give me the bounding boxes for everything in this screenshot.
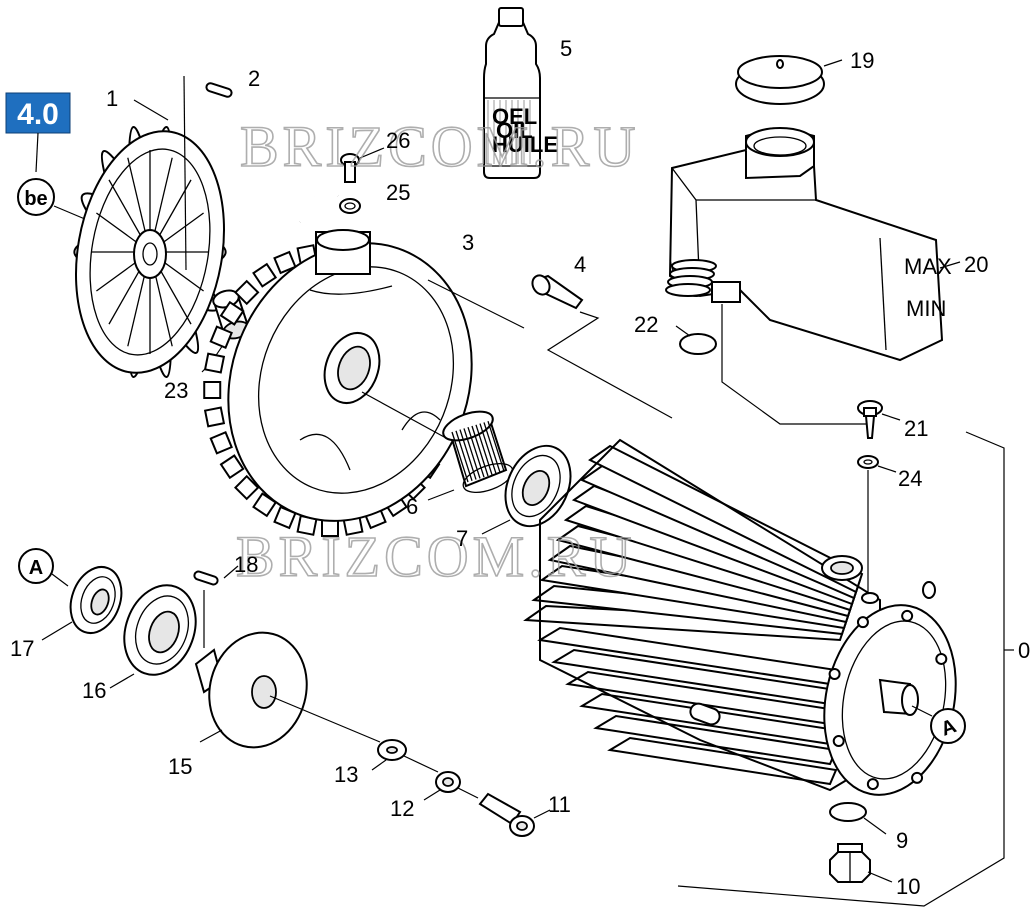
label-part-12: 12 [390,796,414,821]
ring-hatch-line [459,429,477,480]
drain-plug-part-10 [829,843,871,883]
label-part-6: 6 [406,494,418,519]
key-part-2 [205,82,233,98]
housing-fin [219,454,245,480]
shaft-seal-part-17 [69,566,123,634]
a-marker-right: A [930,708,966,744]
ring-hatch-line [479,423,497,474]
housing-fin [203,381,222,399]
ring-hatch-line [487,421,505,472]
tank-neck-rib [665,283,711,297]
label-part-16: 16 [82,678,106,703]
washer-part-13 [377,739,407,761]
oil-tank-part-20: MAX MIN [665,127,952,362]
flange-bolt-hole [828,667,841,680]
label-part-7: 7 [456,526,468,551]
flange-bolt-hole [911,771,924,784]
housing-fin [252,262,278,288]
fan-part-1 [73,126,227,378]
label-part-23: 23 [164,378,188,403]
ring-hatch-line [471,425,489,477]
bottle-text-2: OIL [496,118,533,143]
bottle-text-3: HUILE [492,132,558,157]
housing-fin [209,325,233,349]
label-assembly-0: 0 [1018,638,1030,663]
label-part-10: 10 [896,874,920,899]
flange-bolt-hole [935,652,948,665]
flange-bolt-hole [866,778,879,791]
hose-clip-part-25 [339,198,361,214]
ring-hatch-line [463,428,481,479]
housing-fin [219,300,245,326]
lock-washer-part-12 [435,771,461,793]
ring-part-6 [442,410,514,494]
tank-min-label: MIN [906,296,946,321]
a-marker-left: A [18,548,54,584]
label-part-9: 9 [896,828,908,853]
key-part-18 [193,570,219,586]
crankcase-fin [607,736,838,786]
ring-hatch-line [467,427,485,478]
label-part-3: 3 [462,230,474,255]
label-part-4: 4 [574,252,586,277]
label-part-19: 19 [850,48,874,73]
tank-cap-part-19 [735,55,825,105]
housing-fin [203,406,226,428]
label-part-21: 21 [904,416,928,441]
a-marker-left-text: A [29,557,43,579]
o-ring-part-22 [679,333,717,355]
part-number-labels: 1 2 3 4 5 6 7 9 10 11 12 13 15 16 17 18 … [10,36,1030,899]
screw-part-4 [531,274,584,310]
label-part-11: 11 [548,792,571,817]
flange-bolt-hole [901,609,914,622]
bearing-part-16 [123,584,197,676]
pulley-part-15 [194,631,308,749]
washer-part-24 [857,455,879,469]
housing-fin [203,352,226,374]
label-part-2: 2 [248,66,260,91]
oil-bottle-part-5: OEL OIL HUILE [483,7,558,179]
flange-bolt-hole [856,616,869,629]
ring-hatch-line [475,424,493,475]
label-part-5: 5 [560,36,572,61]
ring-hatch-line [451,431,469,483]
housing-fin [209,431,233,455]
flange-bolt-hole [832,735,845,748]
screw-part-26 [340,153,360,183]
label-part-17: 17 [10,636,34,661]
label-part-20: 20 [964,252,988,277]
label-part-1: 1 [106,86,118,111]
housing-cover-part-3 [203,190,473,537]
label-part-15: 15 [168,754,192,779]
section-badge: 4.0 [5,92,71,134]
be-marker-text: be [24,188,47,210]
label-part-18: 18 [234,552,258,577]
ring-hatch-line [483,422,501,473]
section-badge-text: 4.0 [17,98,59,131]
o-ring-part-9 [829,802,867,822]
bottle-text-1: OEL [492,104,537,129]
housing-fin [234,279,260,306]
be-marker: be [17,178,55,216]
housing-fin [234,474,260,501]
label-part-13: 13 [334,762,358,787]
bolt-part-11 [478,792,535,837]
screw-part-21 [857,400,883,439]
watermark-middle: BRIZCOM.RU [236,524,635,589]
label-part-26: 26 [386,128,410,153]
housing-fin [252,492,278,518]
label-part-25: 25 [386,180,410,205]
label-part-22: 22 [634,312,658,337]
watermark-top: BRIZCOM.RU [240,114,639,179]
crankcase-fin [588,444,864,594]
housing-fin [273,250,297,275]
ring-hatch-line [455,430,473,481]
crankcase-part-0 [523,438,957,796]
a-marker-right-text: A [938,715,959,741]
label-part-24: 24 [898,466,922,491]
